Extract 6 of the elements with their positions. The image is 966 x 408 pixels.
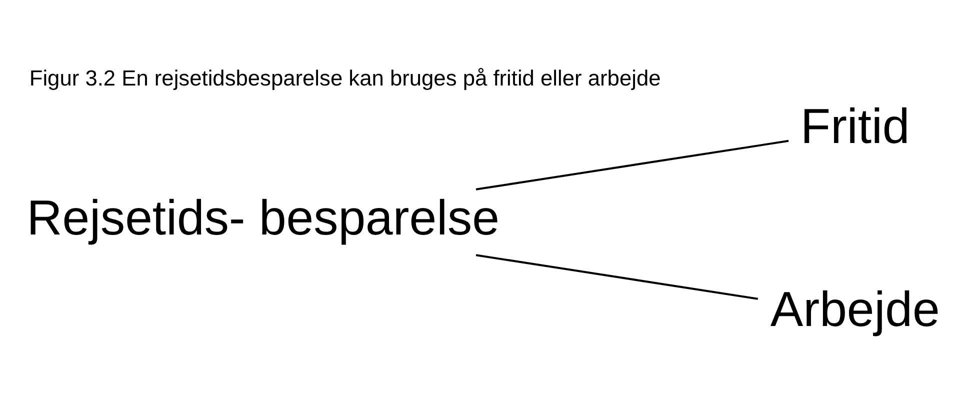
connector [476,254,758,300]
connector [476,139,789,190]
node-text: Fritid [800,98,910,154]
diagram-title: Figur 3.2 En rejsetidsbesparelse kan bruges på fritid eller arbejde [29,64,661,90]
node-text: Arbejde [770,281,940,336]
node-text: Rejsetids- besparelse [26,190,500,245]
